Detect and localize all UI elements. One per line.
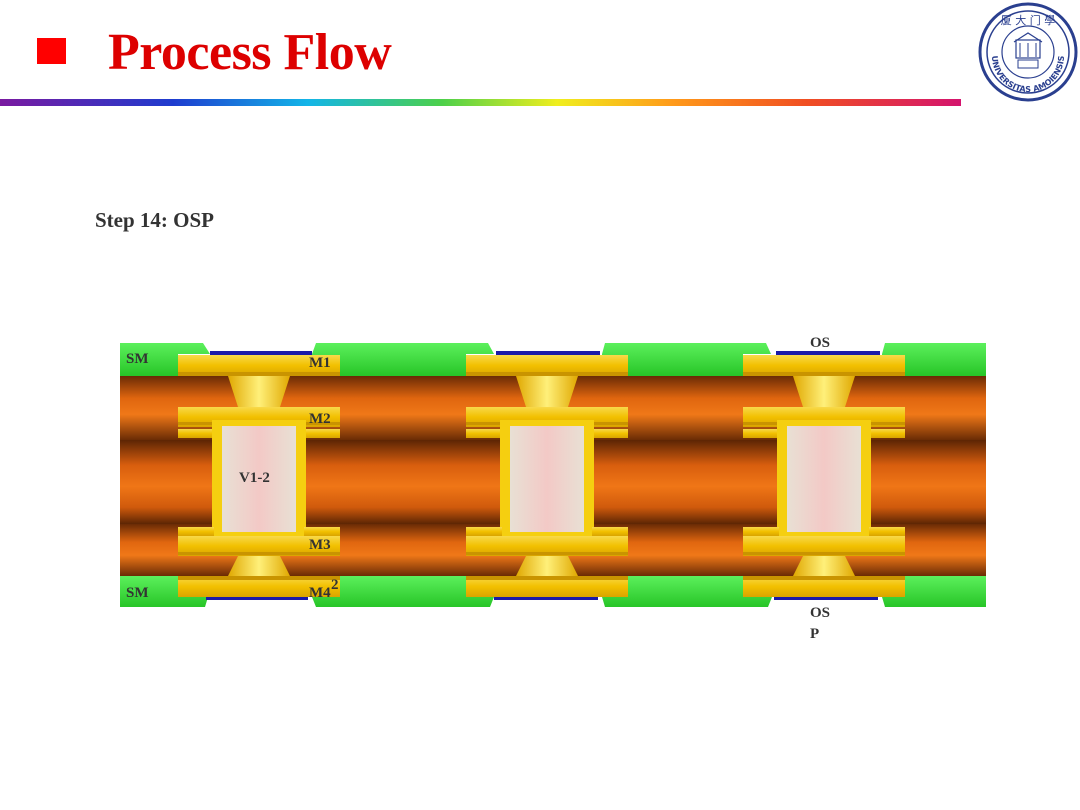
label-m4: M4 (309, 585, 331, 601)
via-stack-2 (466, 355, 628, 597)
via-stack-3 (743, 355, 905, 597)
label-osp-bottom-line1: OS (810, 605, 830, 621)
label-sm-bottom: SM (126, 585, 149, 601)
label-osp-bottom-line2: P (810, 626, 819, 642)
label-sm-top: SM (126, 351, 149, 367)
label-via: V1-2 (239, 470, 270, 486)
via-stack-1 (178, 355, 340, 597)
step-heading: Step 14: OSP (95, 208, 215, 232)
label-osp-top: OS (810, 335, 830, 351)
solder-mask-bottom (120, 576, 986, 607)
osp-coating (206, 351, 880, 600)
label-m3: M3 (309, 537, 331, 553)
university-seal-logo: 厦 大 门 學 UNIVERSITAS AMOIENSIS (978, 2, 1078, 102)
solder-mask-top (120, 343, 986, 376)
label-m1: M1 (309, 355, 331, 371)
title-bullet (37, 38, 66, 64)
page-title: Process Flow (108, 24, 392, 81)
svg-text:厦 大 门 學: 厦 大 门 學 (1001, 13, 1056, 27)
label-m4-superscript: 2 (331, 577, 339, 593)
gradient-divider (0, 99, 961, 106)
label-m2: M2 (309, 411, 331, 427)
